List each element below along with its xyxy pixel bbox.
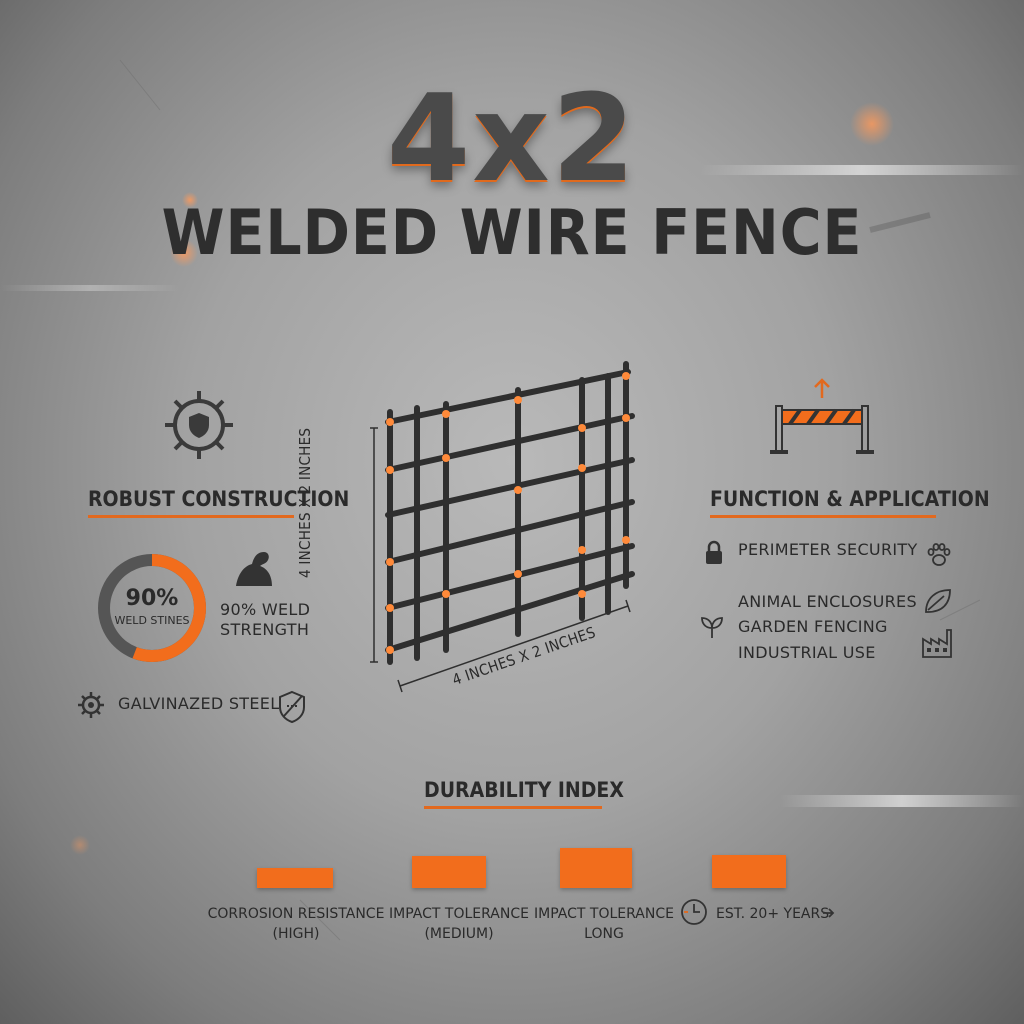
no-rust-shield-icon <box>279 690 305 724</box>
robust-construction-heading: ROBUST CONSTRUCTION <box>88 487 350 511</box>
app-item-animal: ANIMAL ENCLOSURES <box>738 592 917 611</box>
lock-icon <box>706 540 722 564</box>
durability-item-1-line2: (HIGH) <box>272 926 320 942</box>
factory-icon <box>922 629 952 658</box>
barrier-icon <box>770 378 874 454</box>
app-item-garden: GARDEN FENCING <box>738 617 888 636</box>
sprout-icon <box>701 617 723 638</box>
gear-shield-icon <box>165 391 233 459</box>
durability-item-2-line1: IMPACT TOLERANCE <box>389 906 529 922</box>
vertical-dimension-label: 4 INCHES X 2 INCHES <box>296 427 314 578</box>
leaf-icon <box>925 589 951 613</box>
fence-illustration <box>370 361 635 693</box>
small-gear-icon <box>78 692 104 718</box>
durability-heading: DURABILITY INDEX <box>424 778 624 802</box>
impact-long-bar <box>560 848 632 888</box>
durability-item-3: IMPACT TOLERANCE LONG <box>518 904 690 944</box>
durability-item-1: CORROSION RESISTANCE (HIGH) <box>206 904 386 944</box>
function-application-underline <box>710 515 936 518</box>
title-product: WELDED WIRE FENCE <box>161 196 863 269</box>
impact-medium-bar <box>412 856 486 888</box>
robust-construction-underline <box>88 515 294 518</box>
paw-icon <box>927 543 951 566</box>
durability-item-1-line1: CORROSION RESISTANCE <box>207 906 385 922</box>
material-label: GALVINAZED STEEL <box>118 694 280 713</box>
durability-underline <box>424 806 602 809</box>
lifespan-label: EST. 20+ YEARS <box>716 906 830 922</box>
weld-strength-line2: STRENGTH <box>220 620 310 639</box>
flexed-arm-icon <box>236 552 272 586</box>
ring-percent: 90% <box>125 586 179 611</box>
arrow-right-icon <box>823 908 835 918</box>
durability-item-2-line2: (MEDIUM) <box>424 926 494 942</box>
weld-strength-ring <box>98 554 206 662</box>
lifespan-bar <box>712 855 786 888</box>
durability-item-2: IMPACT TOLERANCE (MEDIUM) <box>372 904 546 944</box>
app-item-industrial: INDUSTRIAL USE <box>738 643 876 662</box>
app-item-perimeter: PERIMETER SECURITY <box>738 540 918 559</box>
title-size: 4x2 <box>386 70 638 209</box>
ring-label: WELD STINES <box>114 614 190 627</box>
corrosion-bar <box>257 868 333 888</box>
weld-strength-line1: 90% WELD <box>220 600 311 619</box>
durability-item-3-line1: IMPACT TOLERANCE <box>534 906 674 922</box>
clock-icon <box>681 899 707 925</box>
durability-item-3-line2: LONG <box>584 926 624 942</box>
function-application-heading: FUNCTION & APPLICATION <box>710 487 990 511</box>
